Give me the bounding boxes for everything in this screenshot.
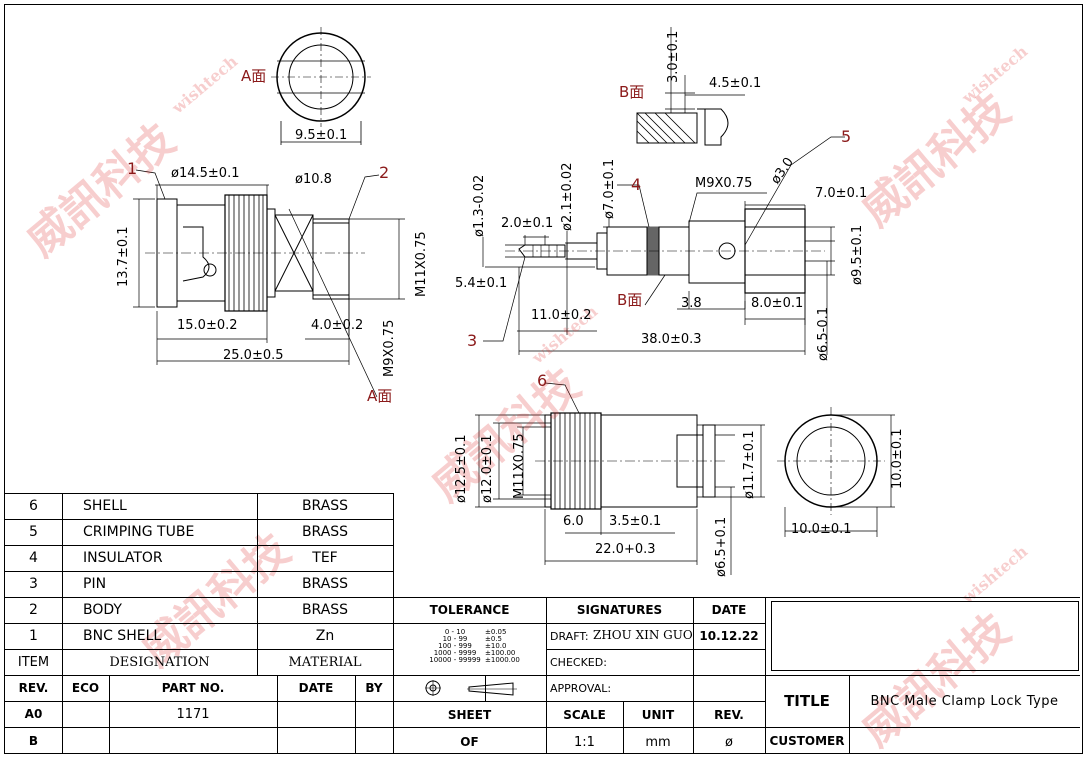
shell-end-view [777,407,895,537]
dim-3-8: 3.8 [681,296,702,311]
bom-designation-4: INSULATOR [83,550,163,566]
bom-item-5: 5 [29,524,38,540]
by-header: BY [365,681,383,695]
dim-10-0-horizontal: 10.0±0.1 [791,522,852,537]
projection-cone-icon [467,682,517,696]
tolerance-title: TOLERANCE [429,603,510,617]
dim-dia14-5: ø14.5±0.1 [171,166,240,181]
dim-3-5: 3.5±0.1 [609,514,662,529]
bom-designation-6: SHELL [83,498,127,514]
unit-value: mm [645,734,671,750]
sheet-label: SHEET [447,708,492,722]
face-a-view [271,27,371,145]
face-a-label: A面 [241,67,267,85]
technical-drawing [133,27,895,575]
dim-4-5: 4.5±0.1 [709,76,762,91]
bom-material-4: TEF [312,550,338,566]
bom-header-designation: DESIGNATION [109,654,210,670]
bom-item-6: 6 [29,498,38,514]
signatures-title: SIGNATURES [576,603,663,617]
dim-7-0b: 7.0±0.1 [815,186,868,201]
callout-5: 5 [841,127,852,146]
dim-top-width: 9.5±0.1 [295,128,348,143]
rev-label: REV. [714,708,744,722]
dim-2-0: 2.0±0.1 [501,216,554,231]
dim-6-0: 6.0 [563,514,584,529]
bom-designation-2: BODY [83,602,122,618]
draft-date: 10.12.22 [699,629,759,643]
draft-label: DRAFT: [550,630,589,643]
dim-length-25: 25.0±0.5 [223,348,284,363]
title-label: TITLE [784,692,830,710]
bom-designation-3: PIN [83,576,107,592]
unit-label: UNIT [641,708,675,722]
bom-item-1: 1 [29,628,38,644]
rev-value: ø [725,734,733,750]
bom-material-5: BRASS [301,524,349,540]
date-header: DATE [298,681,334,695]
scale-value: 1:1 [574,734,595,750]
callout-3: 3 [467,331,478,350]
dim-22-0: 22.0+0.3 [595,542,656,557]
callout-1: 1 [127,159,138,178]
of-label: OF [460,735,479,749]
drawing-title: BNC Male Clamp Lock Type [870,693,1059,709]
face-b-profile [636,27,745,146]
eco-header: ECO [71,681,100,695]
dim-38-0: 38.0±0.3 [641,332,702,347]
bom-header-material: MATERIAL [288,654,362,670]
scale-label: SCALE [563,708,606,722]
bom-item-2: 2 [29,602,38,618]
checked-label: CHECKED: [550,656,607,669]
dim-8-0: 8.0±0.1 [751,296,804,311]
rev-row-b: B [28,734,39,748]
rev-row-a0: A0 [24,707,43,721]
customer-label: CUSTOMER [769,734,845,748]
bnc-body-view [133,169,405,398]
dim-length-4: 4.0±0.2 [311,318,364,333]
bom-item-3: 3 [29,576,38,592]
dim-length-15: 15.0±0.2 [177,318,238,333]
bom-header-item: ITEM [17,654,50,670]
approval-label: APPROVAL: [550,682,612,695]
shell-view [475,382,765,575]
bom-material-6: BRASS [301,498,349,514]
title-block: 6 SHELL BRASS 5 CRIMPING TUBE BRASS 4 IN… [5,5,1082,753]
pin-assembly-view [482,136,845,355]
callout-4: 4 [631,175,642,194]
bom-material-1: Zn [315,628,335,644]
dim-5-4: 5.4±0.1 [455,276,508,291]
bom-designation-5: CRIMPING TUBE [83,524,195,540]
rev-header: REV. [18,681,49,695]
callout-2: 2 [379,163,390,182]
face-a-label-2: A面 [367,387,393,405]
dim-11-0: 11.0±0.2 [531,308,592,323]
bom-item-4: 4 [29,550,38,566]
bom-material-3: BRASS [301,576,349,592]
dim-dia10-8: ø10.8 [295,172,332,187]
tolerance-values: ±0.05±0.5±10.0±100.00±1000.00 [485,628,520,664]
date-title: DATE [711,603,747,617]
partno-header: PART NO. [161,681,225,695]
dim-thread-m9-b: M9X0.75 [695,176,753,191]
part-number: 1171 [176,706,210,722]
bom-material-2: BRASS [301,602,349,618]
bom-designation-1: BNC SHELL [83,628,162,644]
drawing-sheet: 威訊科技 wishtech 威訊科技 wishtech 威訊科技 wishtec… [4,4,1083,754]
face-b-label: B面 [619,83,645,101]
projection-circle-icon [425,680,441,696]
callout-6: 6 [537,371,548,390]
draft-name: ZHOU XIN GUO [593,628,693,642]
face-b-label-2: B面 [617,291,643,309]
